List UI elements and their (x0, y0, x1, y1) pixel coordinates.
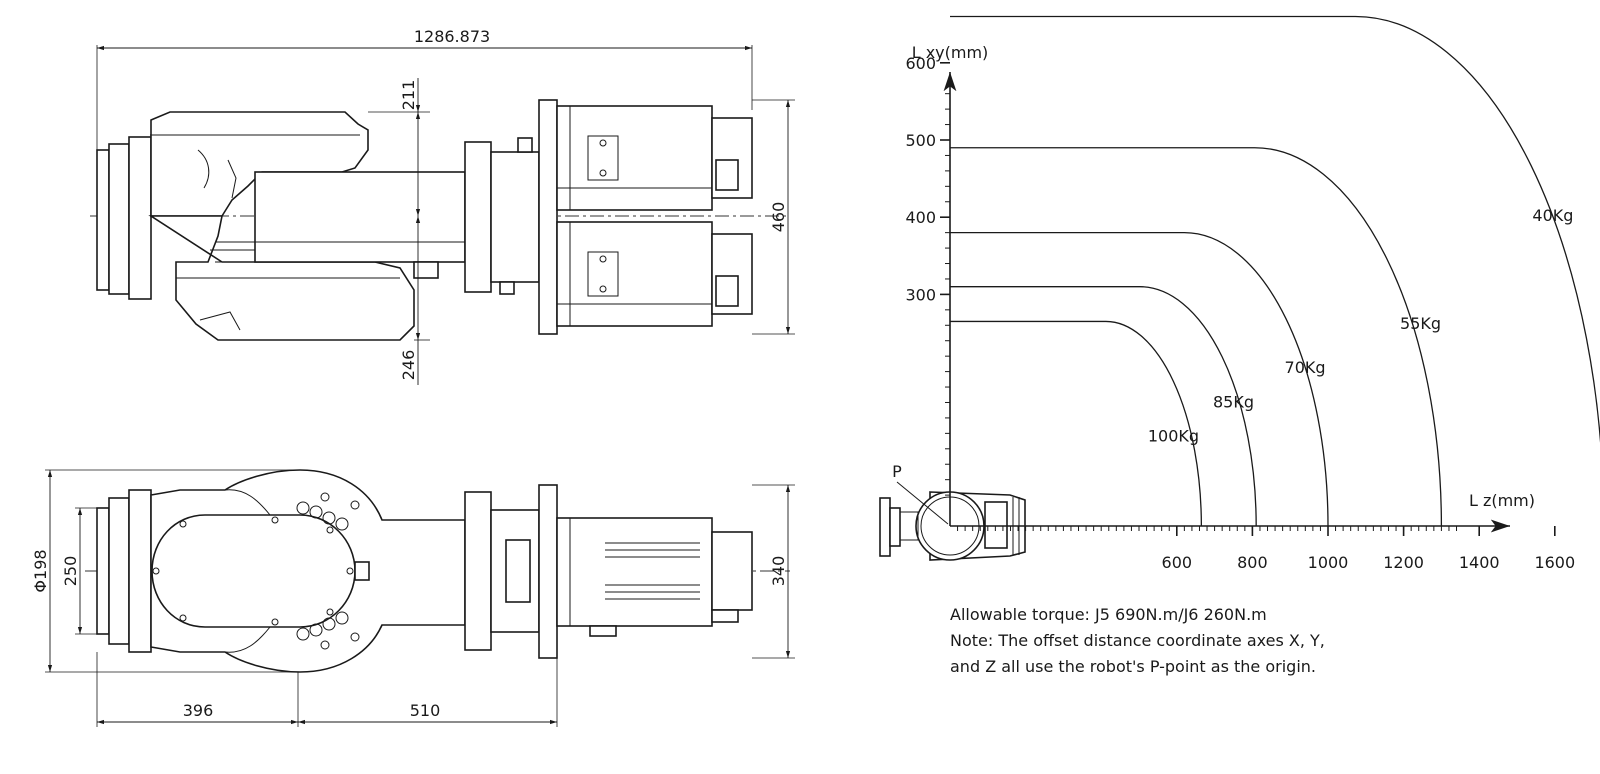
origin-note-line1: Note: The offset distance coordinate axe… (950, 631, 1325, 650)
side-motor-body (556, 517, 713, 627)
side-motor-plate (538, 484, 558, 659)
wrist-cover-oval (151, 514, 356, 628)
load-curve-label: 40Kg (1532, 206, 1573, 225)
lower-offset-label: 246 (399, 350, 418, 381)
motor-cooling-fins (605, 542, 700, 600)
load-chart: 600 500 400 300 600 800 1000 1200 1400 1600 100Kg… (879, 15, 1600, 572)
motor-base-plate (538, 99, 558, 335)
lower-cable-glands (296, 611, 360, 650)
motor-j6 (556, 221, 713, 327)
load-curve-100kg (950, 320, 1203, 527)
x-tick-label: 800 (1237, 553, 1268, 572)
load-curve-70kg (950, 231, 1329, 527)
motor-height-label-top: 460 (769, 202, 788, 233)
x-axis-label: L z(mm) (1469, 491, 1535, 510)
load-curve-label: 100Kg (1148, 427, 1199, 446)
dim-axis-to-motor-label: 510 (410, 701, 441, 720)
wrist-body-upper (150, 111, 369, 217)
notes-block: Allowable torque: J5 690N.m/J6 260N.m No… (950, 605, 1325, 676)
x-tick-label: 1400 (1459, 553, 1500, 572)
x-tick-label: 1600 (1534, 553, 1575, 572)
y-tick-label: 600 (905, 54, 936, 73)
dim-to-axis-label: 396 (183, 701, 214, 720)
upper-arm-tube (254, 171, 466, 263)
flange-diameter-label: Φ198 (31, 549, 50, 592)
flange-ring (108, 143, 130, 295)
y-tick-label: 400 (905, 208, 936, 227)
side-motor-height-label: 340 (769, 556, 788, 587)
top-view-drawing: 1286.873 (90, 27, 795, 385)
torque-note: Allowable torque: J5 690N.m/J6 260N.m (950, 605, 1267, 624)
load-curve-55kg (950, 147, 1443, 527)
motor-mount-flange (464, 141, 492, 293)
motor-j5 (556, 105, 713, 211)
origin-note-line2: and Z all use the robot's P-point as the… (950, 657, 1316, 676)
wrist-housing (128, 136, 152, 300)
p-point-label: P (892, 462, 902, 481)
load-curve-40kg (950, 15, 1600, 444)
y-axis-label: L xy(mm) (912, 43, 989, 62)
load-curve-85kg (950, 286, 1257, 527)
load-curve-label: 85Kg (1213, 392, 1254, 411)
overall-length-label: 1286.873 (414, 27, 490, 46)
upper-offset-label: 211 (399, 80, 418, 111)
side-tool-flange (96, 507, 110, 635)
side-motor-mount (464, 491, 492, 651)
load-curve-label: 55Kg (1400, 314, 1441, 333)
upper-cable-glands (296, 492, 360, 531)
flange-pcd-label: 250 (61, 556, 80, 587)
tool-flange (96, 149, 110, 291)
load-curve-label: 70Kg (1285, 358, 1326, 377)
x-tick-label: 600 (1162, 553, 1193, 572)
side-view-drawing: Φ198 250 340 396 510 (31, 469, 795, 727)
y-tick-label: 300 (905, 285, 936, 304)
x-tick-label: 1000 (1308, 553, 1349, 572)
y-tick-label: 500 (905, 131, 936, 150)
x-tick-label: 1200 (1383, 553, 1424, 572)
p-point-leader (896, 481, 949, 525)
